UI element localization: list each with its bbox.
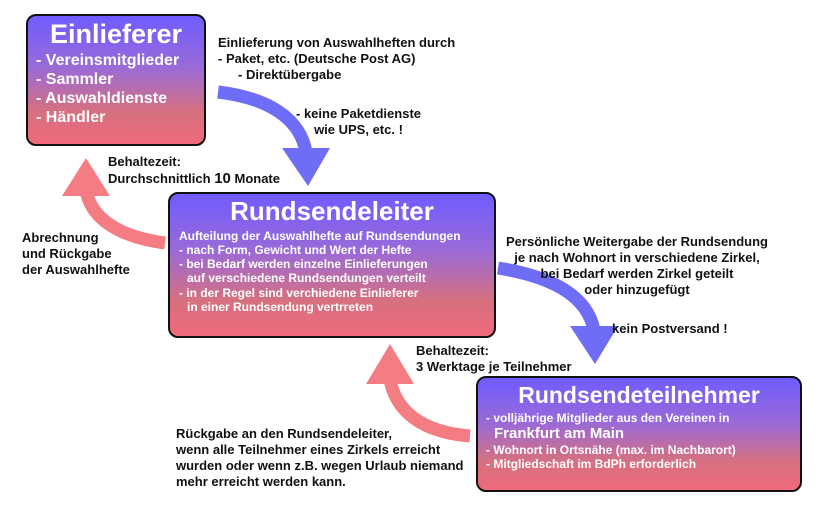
note-kein-postversand: kein Postversand ! bbox=[612, 321, 728, 336]
arrow-teilnehmer-to-leiter bbox=[366, 344, 471, 443]
note-line: - Paket, etc. (Deutsche Post AG) bbox=[218, 50, 416, 66]
teilnehmer-line: - Mitgliedschaft im BdPh erforderlich bbox=[486, 457, 697, 471]
einlieferer-item: - Händler bbox=[36, 108, 106, 126]
arrow-leiter-to-einlieferer bbox=[62, 158, 166, 250]
einlieferer-box: Einlieferer - Vereinsmitglieder - Sammle… bbox=[26, 14, 206, 146]
note-line: mehr erreicht werden kann. bbox=[176, 473, 346, 489]
note-line: und Rückgabe bbox=[22, 245, 112, 261]
rundsendeleiter-list: Aufteilung der Auswahlhefte auf Rundsend… bbox=[170, 229, 494, 314]
note-line: wurden oder wenn z.B. wegen Urlaub niema… bbox=[176, 457, 464, 473]
note-line: wie UPS, etc. ! bbox=[314, 121, 403, 137]
note-weitergabe: Persönliche Weitergabe der Rundsendung j… bbox=[506, 234, 768, 297]
rundsendeleiter-title: Rundsendeleiter bbox=[230, 196, 434, 226]
note-abrechnung: Abrechnung und Rückgabe der Auswahlhefte bbox=[22, 230, 130, 278]
note-line: 3 Werktage je Teilnehmer bbox=[416, 358, 572, 374]
note-einlieferung: Einlieferung von Auswahlheften durch - P… bbox=[218, 35, 455, 83]
note-line: Behaltezeit: bbox=[416, 343, 489, 358]
note-line: Abrechnung bbox=[22, 230, 99, 245]
einlieferer-title: Einlieferer bbox=[49, 19, 183, 49]
behaltezeit-value: 10 bbox=[214, 169, 231, 187]
behaltezeit-suffix: Monate bbox=[230, 170, 280, 186]
teilnehmer-line: Frankfurt am Main bbox=[494, 425, 625, 443]
note-line: Persönliche Weitergabe der Rundsendung bbox=[506, 234, 768, 249]
note-line: Behaltezeit: bbox=[108, 154, 181, 169]
einlieferer-item: - Sammler bbox=[36, 70, 114, 88]
einlieferer-list: - Vereinsmitglieder - Sammler - Auswahld… bbox=[28, 52, 204, 128]
behaltezeit-prefix: Durchschnittlich bbox=[108, 170, 215, 186]
rundsendeleiter-line: - in der Regel sind verchiedene Einliefe… bbox=[179, 285, 419, 300]
note-behaltezeit-teilnehmer: Behaltezeit: 3 Werktage je Teilnehmer bbox=[416, 343, 572, 375]
rundsendeleiter-line: auf verschiedene Rundsendungen verteilt bbox=[187, 271, 426, 286]
note-rueckgabe: Rückgabe an den Rundsendeleiter, wenn al… bbox=[176, 426, 463, 489]
rundsendeleiter-line: Aufteilung der Auswahlhefte auf Rundsend… bbox=[179, 229, 461, 243]
teilnehmer-line: - Wohnort in Ortsnähe (max. im Nachbaror… bbox=[486, 442, 736, 457]
teilnehmer-line: - volljährige Mitglieder aus den Vereine… bbox=[486, 411, 730, 425]
rundsendeleiter-line: - bei Bedarf werden einzelne Einlieferun… bbox=[179, 257, 428, 272]
rundsendeleiter-line: in einer Rundsendung vertrreten bbox=[187, 299, 374, 314]
teilnehmer-title: Rundsendeteilnehmer bbox=[518, 382, 760, 408]
note-line: bei Bedarf werden Zirkel geteilt bbox=[540, 265, 734, 281]
einlieferer-item: - Vereinsmitglieder bbox=[36, 52, 180, 69]
note-line: - keine Paketdienste bbox=[296, 106, 421, 121]
note-line: Durchschnittlich 10 Monate bbox=[108, 170, 280, 188]
note-line: - Direktübergabe bbox=[238, 66, 342, 82]
arrow-leiter-to-teilnehmer bbox=[496, 261, 618, 364]
note-line: Einlieferung von Auswahlheften durch bbox=[218, 35, 456, 50]
note-behaltezeit-einlieferer: Behaltezeit: Durchschnittlich 10 Monate bbox=[108, 154, 280, 188]
note-keine-paketdienste: - keine Paketdienste wie UPS, etc. ! bbox=[296, 106, 421, 138]
einlieferer-item: - Auswahldienste bbox=[36, 89, 167, 107]
teilnehmer-list: - volljährige Mitglieder aus den Vereine… bbox=[478, 411, 800, 471]
note-line: Rückgabe an den Rundsendeleiter, bbox=[176, 426, 392, 441]
rundsendeleiter-line: - nach Form, Gewicht und Wert der Hefte bbox=[179, 243, 412, 258]
note-line: je nach Wohnort in verschiedene Zirkel, bbox=[514, 249, 760, 265]
teilnehmer-box: Rundsendeteilnehmer - volljährige Mitgli… bbox=[476, 376, 802, 492]
note-line: wenn alle Teilnehmer eines Zirkels errei… bbox=[176, 441, 441, 457]
rundsendeleiter-box: Rundsendeleiter Aufteilung der Auswahlhe… bbox=[168, 192, 496, 338]
note-line: der Auswahlhefte bbox=[22, 261, 130, 277]
note-line: oder hinzugefügt bbox=[584, 281, 690, 297]
arrow-einlieferer-to-leiter bbox=[217, 85, 330, 186]
